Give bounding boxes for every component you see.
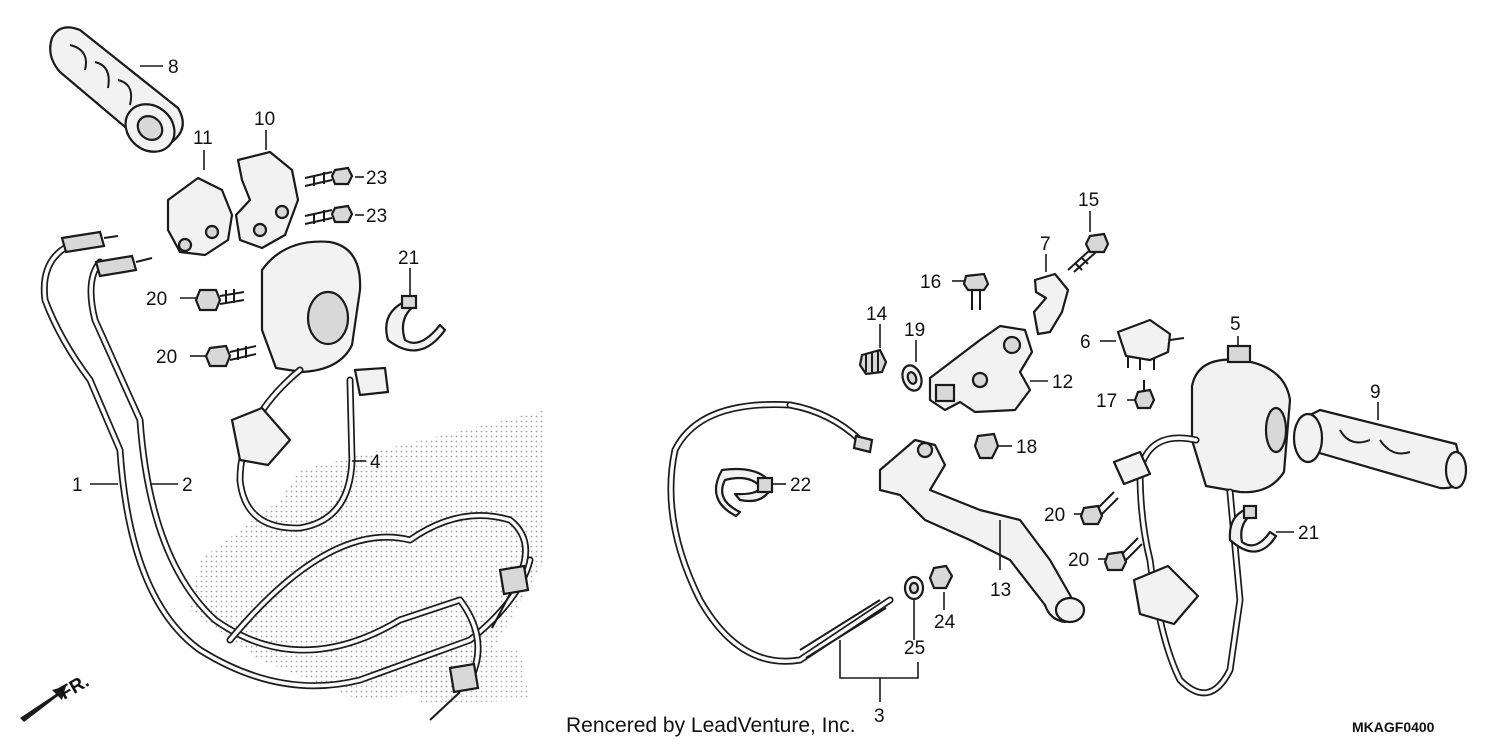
screw-23-lower-part[interactable] [304,204,354,225]
callout-12: 12 [1052,372,1073,393]
callout-18: 18 [1016,437,1037,458]
callout-21-left: 21 [398,248,419,269]
callout-11: 11 [193,128,213,149]
screw-23-upper-part[interactable] [304,166,354,187]
callout-14: 14 [866,304,888,325]
pivot-bolt-16-part[interactable] [962,272,990,310]
clutch-switch-6-part[interactable] [1116,318,1185,370]
lever-bracket-12-part[interactable] [928,324,1034,414]
wire-band-right-part[interactable] [1228,504,1278,553]
callout-10: 10 [254,109,275,130]
bolt-15-part[interactable] [1067,232,1110,273]
callout-2: 2 [182,475,193,496]
adjuster-14-part[interactable] [858,348,888,376]
washer-19-part[interactable] [899,363,925,394]
washer-25-part[interactable] [903,575,925,601]
screw-20-lower-left-part[interactable] [204,344,257,368]
leader-lines [90,65,1379,702]
callout-20-upper-right: 20 [1044,505,1065,526]
callout-23-lower: 23 [366,206,387,227]
callout-1: 1 [72,475,83,496]
callout-17: 17 [1096,391,1117,412]
throttle-cable-1-part[interactable] [40,230,534,690]
clamp-7-part[interactable] [1032,272,1070,336]
callout-25: 25 [904,638,925,659]
callout-21-right: 21 [1298,523,1319,544]
cable-clamp-22-part[interactable] [714,467,774,518]
switch-housing-lower-part[interactable] [166,176,234,257]
callout-3: 3 [874,706,885,727]
callout-labels: 8 11 10 23 23 21 20 20 4 1 2 15 7 16 14 … [72,57,1381,727]
callout-20-lower-left: 20 [156,347,177,368]
callout-9: 9 [1370,382,1381,403]
switch-housing-upper-part[interactable] [234,150,300,250]
callout-23-upper: 23 [366,168,387,189]
screw-17-part[interactable] [1133,380,1156,410]
callout-4: 4 [370,452,381,473]
callout-8: 8 [168,57,179,78]
clutch-lever-part[interactable] [878,438,1086,624]
left-handlebar-switch-part[interactable] [230,240,390,532]
screw-20-lower-right-part[interactable] [1103,537,1143,572]
clutch-cable-part[interactable] [667,401,894,665]
wire-band-left-part[interactable] [385,294,447,352]
callout-5: 5 [1230,314,1241,335]
callout-20-lower-right: 20 [1068,550,1089,571]
nut-18-part[interactable] [973,432,1000,460]
nut-24-part[interactable] [928,564,954,590]
callout-13: 13 [990,580,1011,601]
screw-20-upper-left-part[interactable] [194,288,245,312]
callout-19: 19 [904,320,925,341]
front-direction-arrow: FR. [20,671,93,722]
left-grip-part[interactable] [49,26,184,161]
diagram-code: MKAGF0400 [1352,719,1435,735]
screw-20-upper-right-part[interactable] [1079,491,1119,526]
callout-6: 6 [1080,332,1091,353]
callout-20-upper-left: 20 [146,289,167,310]
callout-15: 15 [1078,190,1099,211]
callout-22: 22 [790,475,811,496]
credit-text: Rencered by LeadVenture, Inc. [566,714,856,737]
callout-24: 24 [934,612,956,633]
right-grip-part[interactable] [1292,408,1468,490]
right-handlebar-switch-part[interactable] [1112,344,1292,697]
callout-16: 16 [920,272,941,293]
throttle-cable-2-part[interactable] [87,254,482,684]
throttle-cable-return-part[interactable] [226,512,530,721]
callout-7: 7 [1040,234,1051,255]
